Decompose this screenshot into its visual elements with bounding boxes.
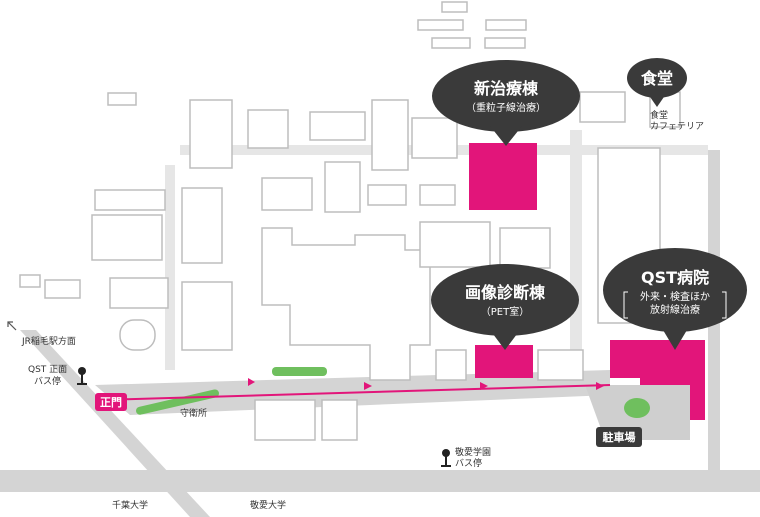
building (419, 221, 491, 268)
chiba-univ-label: 千葉大学 (112, 499, 148, 511)
parking-label: 駐車場 (596, 427, 642, 447)
diagonal-road (20, 330, 210, 517)
building (411, 117, 458, 159)
building (419, 184, 456, 206)
building (431, 37, 471, 49)
bubble-tail (490, 126, 522, 146)
building (181, 187, 223, 264)
keiai-bus-stop-label-1: 敬愛学園 (455, 446, 491, 458)
bubble-title: QST病院 (641, 268, 709, 287)
building (254, 399, 316, 441)
bus-stop-icon (77, 367, 87, 385)
highlighted-buildings (469, 143, 705, 420)
bubble-shape (627, 58, 687, 98)
bubble-imaging: 画像診断棟 （PET室） (431, 264, 579, 350)
bracket-left (623, 291, 628, 319)
building (435, 349, 467, 381)
green-oval (624, 398, 650, 418)
building (309, 111, 366, 141)
inner-road-2 (165, 165, 175, 370)
route-line (99, 384, 611, 401)
bubble-line-2: 放射線治療 (650, 303, 700, 316)
buildings (19, 1, 681, 441)
main-gate-label: 正門 (95, 393, 127, 411)
building (107, 92, 137, 106)
bubble-new-treatment: 新治療棟 （重粒子線治療） (432, 60, 580, 146)
building (181, 281, 233, 351)
bubble-shape (603, 248, 747, 332)
building (247, 109, 289, 149)
bubble-tail (648, 94, 666, 107)
building (189, 99, 233, 169)
cafeteria-small-label-1: 食堂 (650, 109, 668, 121)
green-strip-2 (135, 389, 220, 415)
bubble-cafeteria: 食堂 (627, 58, 687, 107)
route-arrowhead (596, 382, 604, 390)
building (19, 274, 41, 288)
arrow-up-left-icon (7, 321, 17, 331)
building (441, 1, 468, 13)
new-treatment-building (469, 143, 537, 210)
building (367, 184, 407, 206)
bus-stop-icon (441, 449, 451, 467)
qst-bus-stop-label-2: バス停 (34, 375, 61, 387)
label-text: 駐車場 (603, 430, 636, 444)
building-complex (261, 227, 431, 381)
keiai-univ-label: 敬愛大学 (250, 499, 286, 511)
qst-bus-stop-label-1: QST 正面 (28, 364, 67, 375)
label-text: 正門 (100, 396, 122, 409)
building (371, 99, 409, 171)
imaging-building (475, 345, 533, 378)
route (99, 378, 611, 401)
cafeteria-small-label-2: カフェテリア (650, 121, 704, 132)
main-road (0, 470, 760, 492)
building (261, 177, 313, 211)
green-areas (135, 367, 650, 418)
bubble-tail (660, 325, 690, 350)
building (44, 279, 81, 299)
label-box (596, 427, 642, 447)
route-arrowhead (364, 382, 372, 390)
building (119, 319, 156, 351)
building (485, 19, 527, 31)
bubble-subtitle: （PET室） (481, 305, 529, 318)
bubble-title: 新治療棟 (474, 79, 539, 98)
building (91, 214, 163, 261)
inner-road-3 (570, 130, 582, 350)
building (499, 227, 551, 269)
building (417, 19, 464, 31)
route-arrowhead (248, 378, 255, 386)
keiai-bus-stop-label-2: バス停 (455, 457, 482, 469)
bubble-shape (431, 264, 579, 336)
building (579, 91, 626, 123)
bubble-hospital: QST病院 外来・検査ほか 放射線治療 (603, 248, 747, 350)
hospital-building (610, 340, 705, 420)
bubble-tail (490, 330, 520, 350)
jr-direction-label: JR稲毛駅方面 (21, 335, 76, 347)
building (94, 189, 166, 211)
bubble-subtitle: （重粒子線治療） (466, 101, 546, 114)
route-arrowhead (480, 382, 488, 390)
green-strip-1 (272, 367, 327, 376)
bubble-shape (432, 60, 580, 132)
label-box (95, 393, 127, 411)
bubble-line-1: 外来・検査ほか (640, 290, 710, 303)
bubble-title: 画像診断棟 (465, 283, 546, 302)
building (484, 37, 526, 49)
guardhouse-label: 守衛所 (180, 407, 207, 419)
bracket-right (722, 291, 727, 319)
building (321, 399, 358, 441)
building (537, 349, 584, 381)
building (109, 277, 169, 309)
building (324, 161, 361, 213)
bubble-title: 食堂 (640, 69, 673, 88)
